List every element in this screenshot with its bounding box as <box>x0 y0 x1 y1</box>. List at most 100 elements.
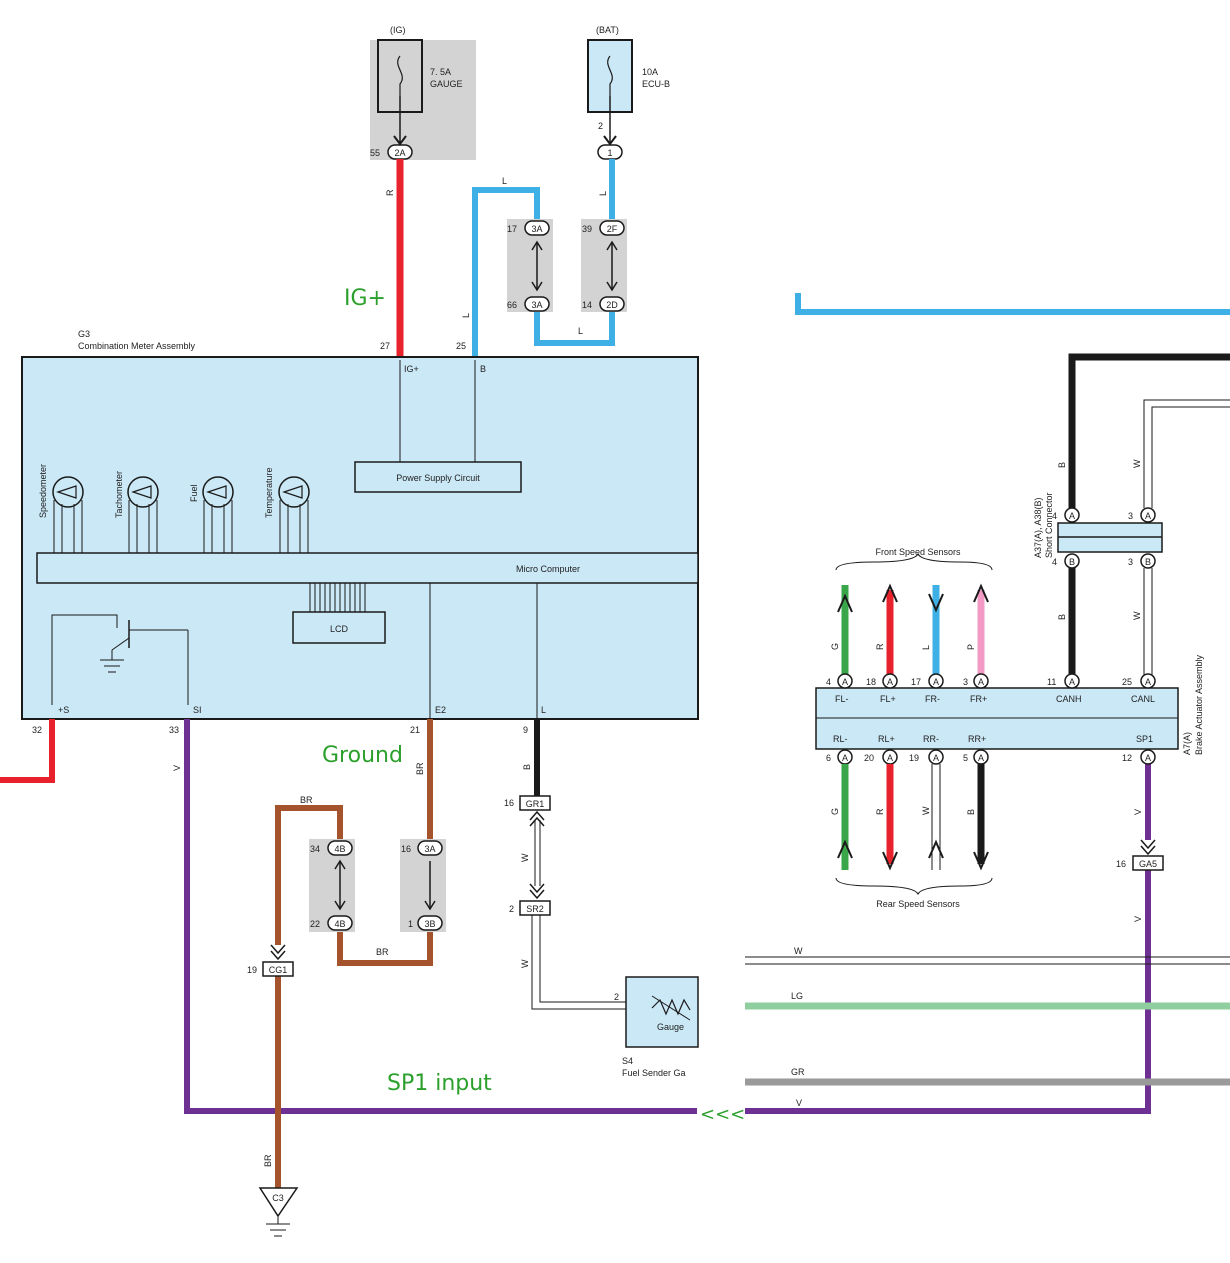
svg-text:G: G <box>830 643 840 650</box>
svg-text:W: W <box>520 959 530 968</box>
svg-text:Gauge: Gauge <box>657 1022 684 1032</box>
svg-text:V: V <box>172 765 182 771</box>
svg-text:R: R <box>875 643 885 650</box>
svg-text:W: W <box>1132 611 1142 620</box>
svg-text:19: 19 <box>909 753 919 763</box>
svg-text:RL-: RL- <box>833 734 848 744</box>
svg-text:GR: GR <box>791 1067 805 1077</box>
svg-text:A: A <box>842 677 848 687</box>
svg-text:12: 12 <box>1122 753 1132 763</box>
svg-text:R: R <box>875 808 885 815</box>
svg-text:B: B <box>480 364 486 374</box>
combination-meter-box <box>21 356 699 720</box>
svg-text:P: P <box>966 644 976 650</box>
svg-text:BR: BR <box>263 1154 273 1167</box>
svg-text:27: 27 <box>380 341 390 351</box>
svg-text:16: 16 <box>504 798 514 808</box>
svg-text:Tachometer: Tachometer <box>114 471 124 518</box>
svg-text:6: 6 <box>826 753 831 763</box>
svg-text:3A: 3A <box>531 300 542 310</box>
junction-4b-34 <box>327 840 353 856</box>
connector-sr2 <box>519 900 551 916</box>
svg-text:L: L <box>541 705 546 715</box>
svg-text:22: 22 <box>310 919 320 929</box>
wire-purple-si <box>184 719 697 1114</box>
gauge-fuse-name: GAUGE <box>430 79 463 89</box>
svg-text:2D: 2D <box>606 300 618 310</box>
svg-text:A: A <box>1145 677 1151 687</box>
connector-gr1 <box>519 795 551 811</box>
svg-text:16: 16 <box>1116 859 1126 869</box>
svg-text:3A: 3A <box>424 844 435 854</box>
wire-red-plus-s <box>0 719 55 783</box>
svg-text:4: 4 <box>1052 511 1057 521</box>
svg-text:3: 3 <box>963 677 968 687</box>
svg-text:3B: 3B <box>424 919 435 929</box>
svg-text:GR1: GR1 <box>526 799 545 809</box>
svg-text:B: B <box>1057 614 1067 620</box>
svg-text:16: 16 <box>401 844 411 854</box>
svg-text:25: 25 <box>1122 677 1132 687</box>
meter-name: Combination Meter Assembly <box>78 341 196 351</box>
svg-text:+S: +S <box>58 705 69 715</box>
svg-text:2A: 2A <box>394 148 405 158</box>
svg-text:W: W <box>520 853 530 862</box>
lcd <box>292 611 386 644</box>
lcd-bus <box>309 583 366 612</box>
svg-text:LCD: LCD <box>330 624 349 634</box>
svg-text:3: 3 <box>1128 557 1133 567</box>
svg-text:CANH: CANH <box>1056 694 1082 704</box>
junction-2d <box>599 296 625 312</box>
svg-text:1: 1 <box>607 148 612 158</box>
junction-3a-17 <box>524 220 550 236</box>
svg-text:BR: BR <box>415 762 425 775</box>
svg-text:17: 17 <box>911 677 921 687</box>
fuel-sender-name: Fuel Sender Ga <box>622 1068 686 1078</box>
svg-text:A: A <box>978 753 984 763</box>
svg-text:A: A <box>1069 677 1075 687</box>
svg-text:2: 2 <box>614 992 619 1002</box>
svg-text:W: W <box>1132 459 1142 468</box>
svg-text:L: L <box>461 313 471 318</box>
svg-text:E2: E2 <box>435 705 446 715</box>
junction-3a-16 <box>417 840 443 856</box>
short-connector-name: Short Connector <box>1044 492 1054 558</box>
svg-text:1: 1 <box>408 919 413 929</box>
svg-text:B: B <box>1069 557 1075 567</box>
svg-text:CANL: CANL <box>1131 694 1155 704</box>
brake-actuator-ref: A7(A) <box>1182 732 1192 755</box>
svg-text:4: 4 <box>826 677 831 687</box>
svg-text:18: 18 <box>866 677 876 687</box>
svg-text:RR+: RR+ <box>968 734 986 744</box>
speedometer-gauge-icon <box>52 476 84 553</box>
svg-text:17: 17 <box>507 224 517 234</box>
connector-ga5 <box>1132 855 1164 871</box>
svg-text:25: 25 <box>456 341 466 351</box>
svg-text:A: A <box>1145 511 1151 521</box>
svg-text:32: 32 <box>32 725 42 735</box>
micro-computer <box>36 552 699 584</box>
svg-text:B: B <box>1057 462 1067 468</box>
svg-text:BR: BR <box>300 795 313 805</box>
svg-text:A: A <box>978 677 984 687</box>
svg-text:FR-: FR- <box>925 694 940 704</box>
svg-text:IG+: IG+ <box>404 364 419 374</box>
ecu-fuse-name: ECU-B <box>642 79 670 89</box>
meter-ref: G3 <box>78 329 90 339</box>
svg-text:66: 66 <box>507 300 517 310</box>
svg-text:GA5: GA5 <box>1139 859 1157 869</box>
svg-text:9: 9 <box>523 725 528 735</box>
fuel-gauge-icon <box>202 476 234 553</box>
ecu-fuse-supply: (BAT) <box>596 25 619 35</box>
transistor-icon <box>51 614 189 705</box>
ecu-fuse-icon <box>607 55 613 96</box>
svg-text:Speedometer: Speedometer <box>38 464 48 518</box>
junction-4b-22 <box>327 915 353 931</box>
annotation-ig: IG+ <box>344 286 386 311</box>
svg-text:FL-: FL- <box>835 694 849 704</box>
ecu-fuse-pin: 2 <box>598 121 603 131</box>
svg-text:W: W <box>794 946 803 956</box>
variable-resistor-icon <box>651 998 691 1016</box>
svg-text:2F: 2F <box>607 224 618 234</box>
